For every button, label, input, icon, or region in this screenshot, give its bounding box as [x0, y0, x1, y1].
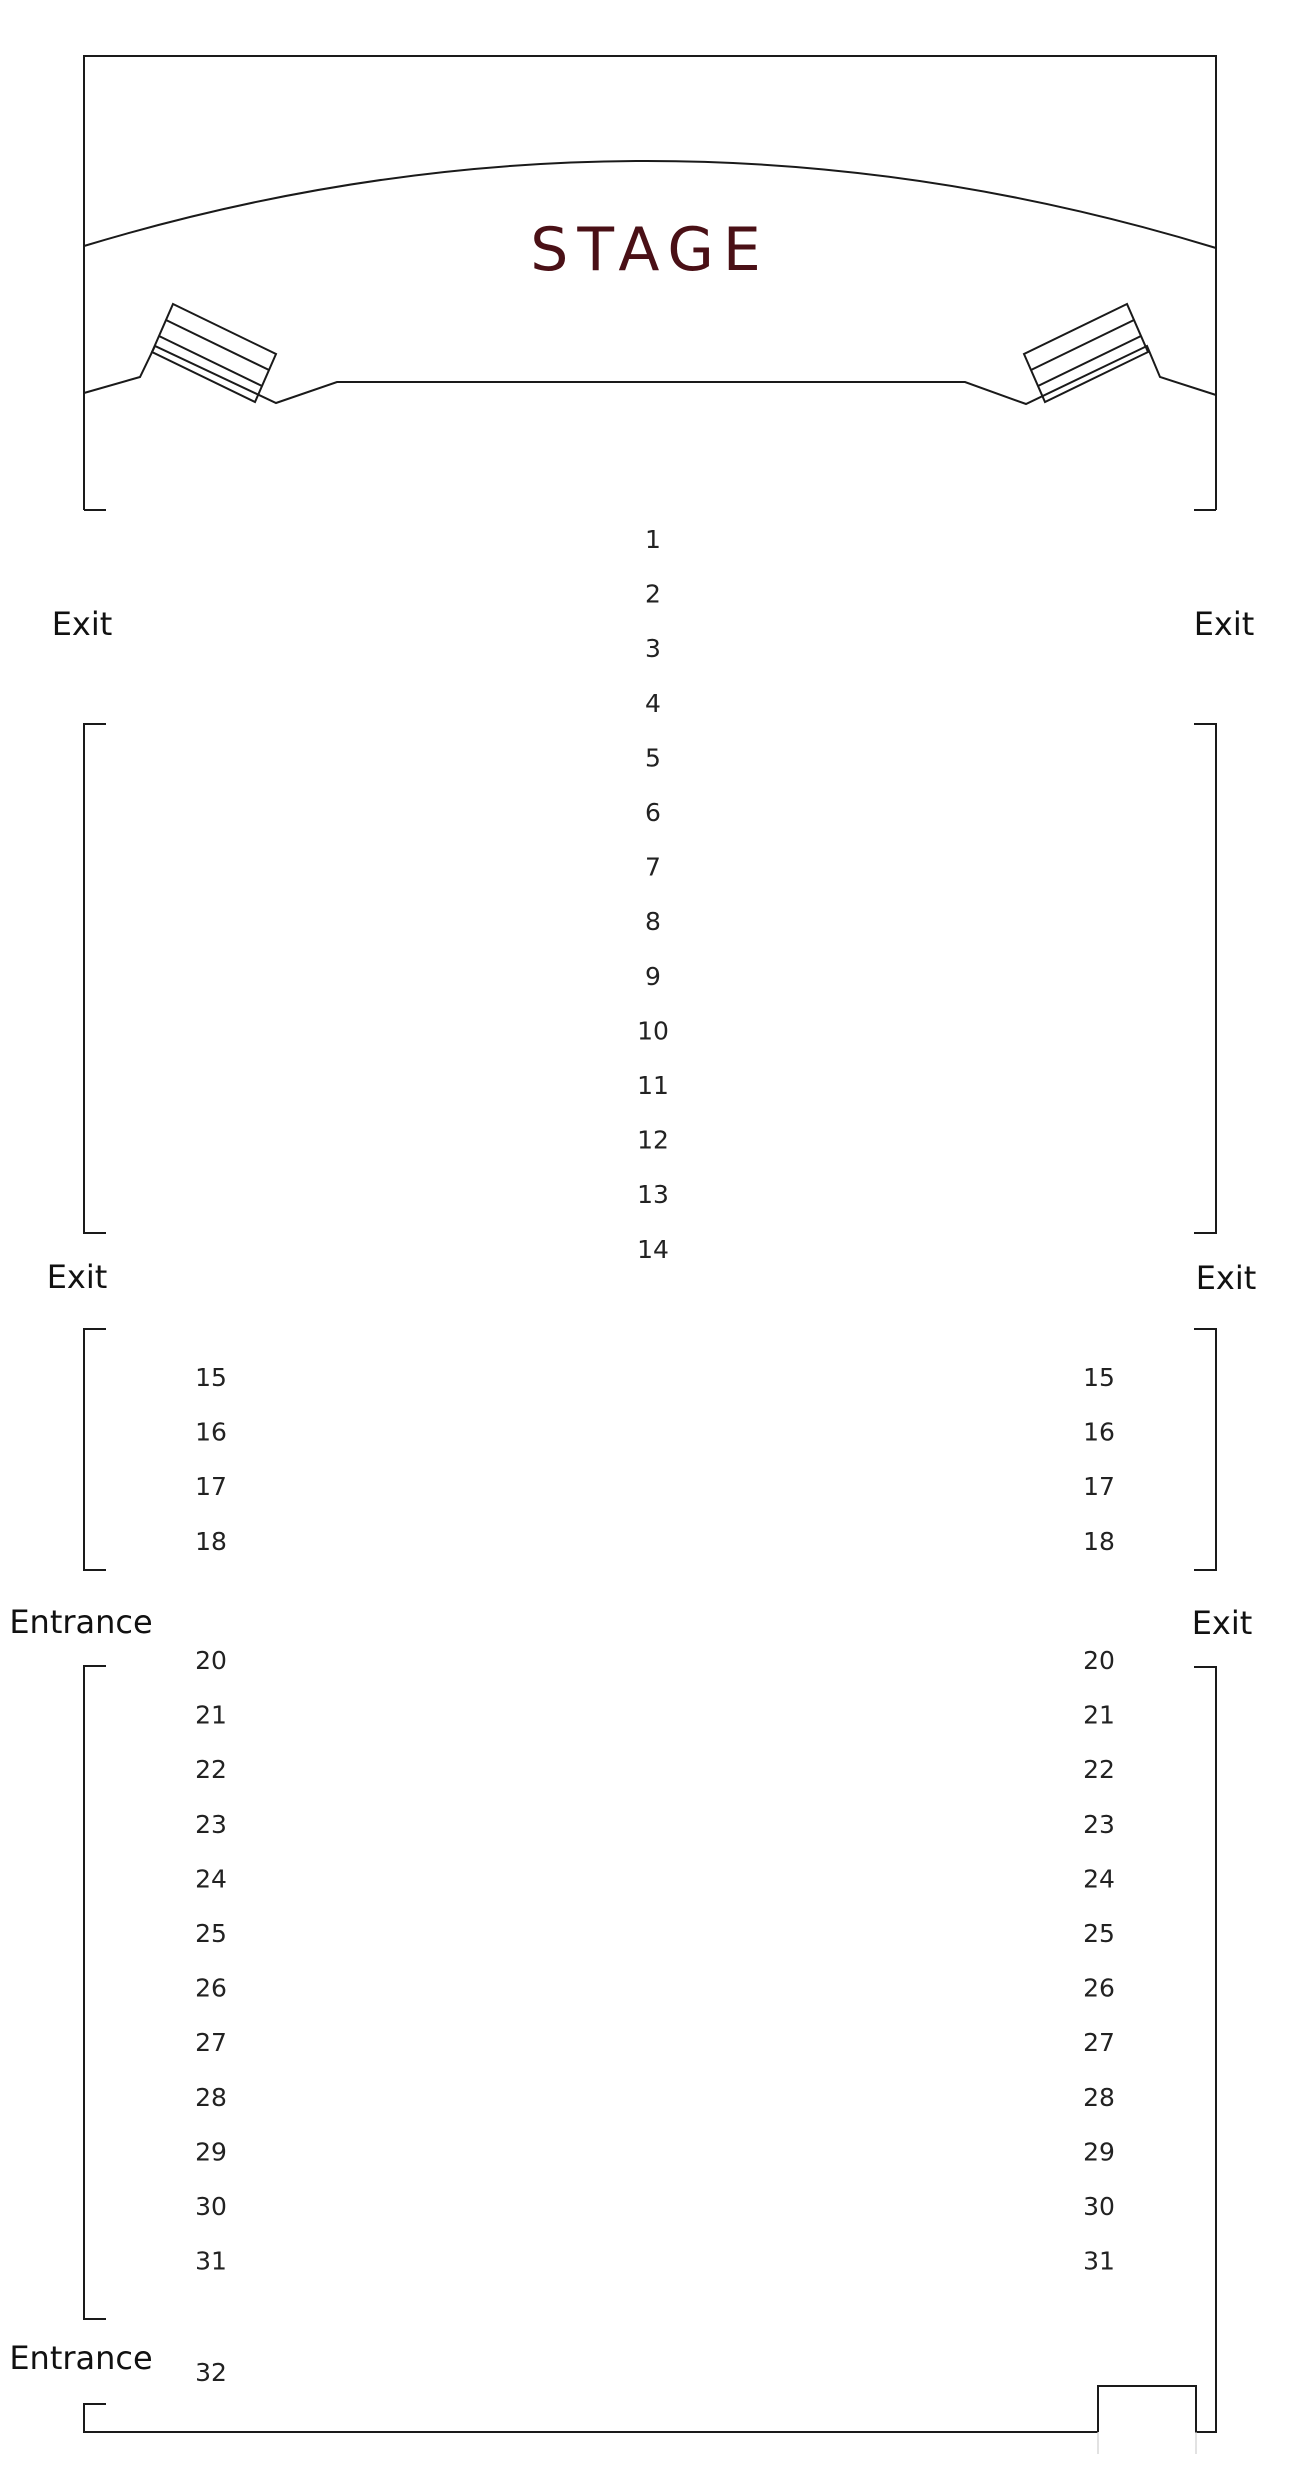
- stage-area: STAGE: [83, 55, 1217, 511]
- entrance-label-left-1[interactable]: Entrance: [9, 1603, 152, 1641]
- center-row-number-9: 9: [645, 962, 661, 991]
- left-row-number-24: 24: [195, 1864, 227, 1893]
- center-row-number-8: 8: [645, 907, 661, 936]
- stage-front-wall: [83, 55, 1217, 510]
- right-row-number-30: 30: [1083, 2192, 1115, 2221]
- left-row-number-26: 26: [195, 1974, 227, 2003]
- stage-apron: [83, 344, 1217, 406]
- center-row-number-11: 11: [637, 1071, 669, 1100]
- exit-label-right-1[interactable]: Exit: [1194, 605, 1255, 643]
- left-stairs-step-2: [158, 335, 263, 387]
- exit-label-left-1[interactable]: Exit: [52, 605, 113, 643]
- left-stairs-step-1: [165, 319, 270, 371]
- left-wall-segment-2: [83, 1328, 106, 1571]
- stage-right-stairs: [1022, 302, 1150, 404]
- stage-arc: [83, 160, 1217, 249]
- left-row-number-30: 30: [195, 2192, 227, 2221]
- exit-label-right-3[interactable]: Exit: [1192, 1604, 1253, 1642]
- left-row-number-29: 29: [195, 2137, 227, 2166]
- right-row-number-29: 29: [1083, 2137, 1115, 2166]
- left-wall-segment-1: [83, 723, 106, 1234]
- right-row-number-28: 28: [1083, 2083, 1115, 2112]
- door-labels: Exit Exit Exit Exit Entrance Exit Entran…: [9, 605, 1256, 2377]
- right-stairs-step-1: [1030, 319, 1135, 371]
- exit-label-right-2[interactable]: Exit: [1196, 1259, 1257, 1297]
- right-stairs-outline: [1022, 302, 1150, 404]
- center-row-number-12: 12: [637, 1126, 669, 1155]
- left-row-number-28: 28: [195, 2083, 227, 2112]
- left-row-number-18: 18: [195, 1527, 227, 1556]
- center-row-number-13: 13: [637, 1180, 669, 1209]
- center-row-number-4: 4: [645, 689, 661, 718]
- left-row-number-20: 20: [195, 1646, 227, 1675]
- right-row-number-20: 20: [1083, 1646, 1115, 1675]
- center-row-number-7: 7: [645, 853, 661, 882]
- right-row-number-31: 31: [1083, 2247, 1115, 2276]
- right-row-number-23: 23: [1083, 1810, 1115, 1839]
- left-row-number-31: 31: [195, 2247, 227, 2276]
- left-row-numbers: 15 16 17 18 20 21 22 23 24 25 26 27 28 29 30 31: [195, 1363, 227, 2276]
- left-row-number-15: 15: [195, 1363, 227, 1392]
- center-row-number-2: 2: [645, 580, 661, 609]
- auditorium-walls: [83, 723, 1217, 2454]
- rear-wall: [83, 2403, 1098, 2433]
- center-row-number-6: 6: [645, 798, 661, 827]
- left-row-number-23: 23: [195, 1810, 227, 1839]
- right-row-numbers: 15 16 17 18 20 21 22 23 24 25 26 27 28 29 30 31: [1083, 1363, 1115, 2276]
- stage-left-stairs: [150, 302, 278, 404]
- row-number-32: 32: [195, 2358, 227, 2387]
- left-row-number-17: 17: [195, 1472, 227, 1501]
- center-row-number-5: 5: [645, 743, 661, 772]
- left-row-number-22: 22: [195, 1755, 227, 1784]
- center-row-number-14: 14: [637, 1235, 669, 1264]
- center-row-number-3: 3: [645, 634, 661, 663]
- left-wall-segment-3: [83, 1665, 106, 2320]
- stage-label: STAGE: [530, 215, 769, 285]
- right-row-number-26: 26: [1083, 1974, 1115, 2003]
- right-row-number-22: 22: [1083, 1755, 1115, 1784]
- right-row-number-21: 21: [1083, 1701, 1115, 1730]
- right-stairs-step-2: [1037, 335, 1142, 387]
- right-row-number-15: 15: [1083, 1363, 1115, 1392]
- right-row-number-18: 18: [1083, 1527, 1115, 1556]
- left-row-number-16: 16: [195, 1418, 227, 1447]
- right-row-number-27: 27: [1083, 2028, 1115, 2057]
- right-row-number-24: 24: [1083, 1864, 1115, 1893]
- right-wall-segment-3: [1097, 1666, 1217, 2433]
- left-row-number-25: 25: [195, 1919, 227, 1948]
- center-row-number-10: 10: [637, 1016, 669, 1045]
- right-row-number-17: 17: [1083, 1472, 1115, 1501]
- last-row-left: 32: [195, 2358, 227, 2387]
- left-row-number-21: 21: [195, 1701, 227, 1730]
- right-wall-segment-1: [1194, 723, 1217, 1234]
- right-wall-segment-2: [1194, 1328, 1217, 1571]
- entrance-label-left-2[interactable]: Entrance: [9, 2339, 152, 2377]
- right-row-number-25: 25: [1083, 1919, 1115, 1948]
- center-row-number-1: 1: [645, 525, 661, 554]
- right-row-number-16: 16: [1083, 1418, 1115, 1447]
- exit-label-left-2[interactable]: Exit: [47, 1258, 108, 1296]
- left-row-number-27: 27: [195, 2028, 227, 2057]
